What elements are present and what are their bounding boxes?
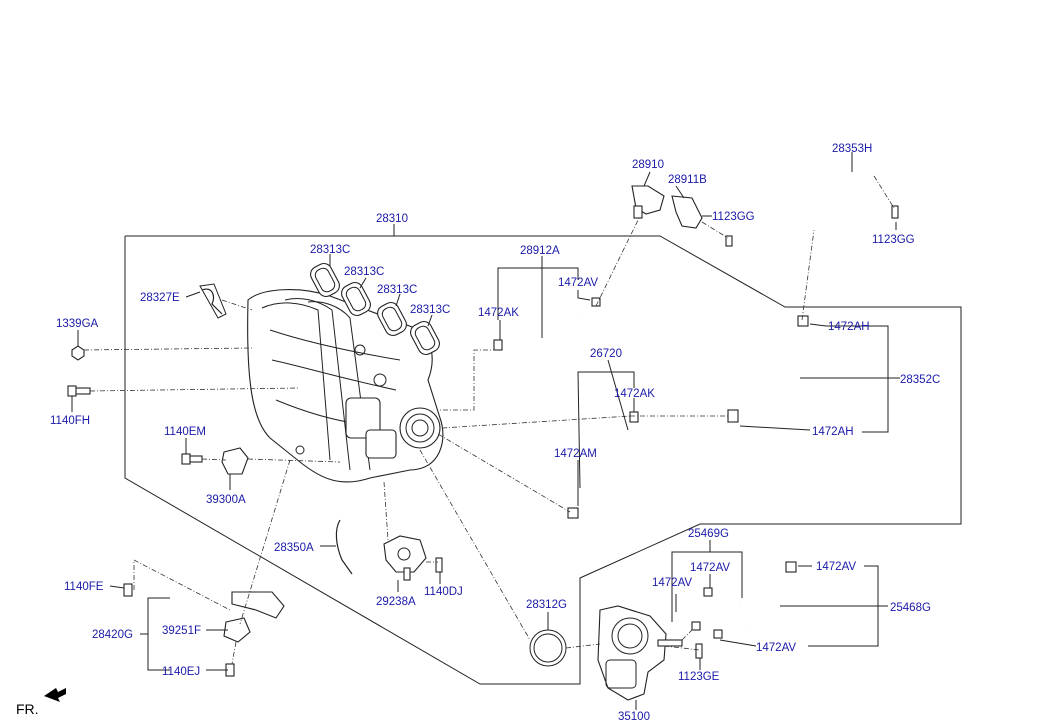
label-28327E: 28327E bbox=[140, 292, 180, 304]
bolt-1123GG-b bbox=[891, 205, 899, 219]
label-39300A: 39300A bbox=[206, 494, 246, 506]
intake-manifold bbox=[247, 289, 444, 483]
label-28912A: 28912A bbox=[520, 245, 560, 257]
label-25468G: 25468G bbox=[890, 602, 931, 614]
label-1472AV-a: 1472AV bbox=[558, 277, 598, 289]
leader-lines bbox=[71, 152, 900, 710]
label-1472AV-e: 1472AV bbox=[756, 642, 796, 654]
bolt-1123GG-a bbox=[725, 235, 733, 247]
elbow-28327E-outline bbox=[199, 283, 227, 319]
clip-1472AM bbox=[567, 507, 579, 519]
nut-1339GA bbox=[71, 345, 85, 361]
dashed-leaders bbox=[83, 175, 895, 665]
clip-1472AH-b bbox=[727, 409, 739, 423]
gaskets bbox=[310, 262, 440, 356]
sensor-39300A bbox=[221, 447, 249, 475]
label-1472AV-d: 1472AV bbox=[816, 561, 856, 573]
label-28313C-d: 28313C bbox=[410, 304, 450, 316]
label-1140EJ: 1140EJ bbox=[162, 666, 200, 678]
label-28310: 28310 bbox=[376, 213, 408, 225]
clip-1472AV-e bbox=[785, 561, 797, 573]
label-28313C-c: 28313C bbox=[377, 284, 417, 296]
bolt-1140DJ bbox=[435, 557, 443, 573]
label-25469G: 25469G bbox=[688, 528, 729, 540]
label-28313C-a: 28313C bbox=[310, 244, 350, 256]
label-28910: 28910 bbox=[632, 159, 664, 171]
label-29238A: 29238A bbox=[376, 596, 416, 608]
bracket-28911B bbox=[671, 195, 703, 229]
label-1123GG-b: 1123GG bbox=[872, 234, 915, 246]
label-28353H: 28353H bbox=[832, 143, 872, 155]
label-35100: 35100 bbox=[618, 711, 650, 723]
label-1339GA: 1339GA bbox=[56, 318, 99, 330]
label-28312G: 28312G bbox=[526, 599, 567, 611]
label-28911B: 28911B bbox=[668, 174, 707, 186]
bolt-1123GE bbox=[695, 643, 703, 659]
bolt-1140EM bbox=[181, 453, 203, 465]
gasket-28312G bbox=[529, 629, 567, 667]
label-28350A: 28350A bbox=[274, 542, 314, 554]
bolt-1140FE bbox=[123, 583, 133, 597]
sensor-28910 bbox=[631, 185, 665, 219]
label-1472AH-b: 1472AH bbox=[812, 426, 854, 438]
elbow-28327E bbox=[201, 288, 223, 315]
clip-1472AV-c bbox=[691, 621, 701, 631]
throttle-body-35100 bbox=[597, 605, 683, 701]
label-1472AK-a: 1472AK bbox=[478, 307, 519, 319]
label-39251F: 39251F bbox=[162, 625, 201, 637]
label-1472AM: 1472AM bbox=[554, 448, 597, 460]
bolt-1140FH bbox=[67, 385, 91, 397]
label-28420G: 28420G bbox=[92, 629, 133, 641]
bracket-28420G bbox=[223, 591, 285, 643]
label-1140FH: 1140FH bbox=[50, 415, 90, 427]
label-28313C-b: 28313C bbox=[344, 266, 384, 278]
clip-1472AV-a bbox=[591, 297, 601, 307]
clip-1472AH-a bbox=[797, 315, 809, 327]
label-1472AK-b: 1472AK bbox=[614, 388, 655, 400]
label-1123GE: 1123GE bbox=[678, 671, 720, 683]
label-1472AV-c: 1472AV bbox=[652, 577, 692, 589]
hose-28350A bbox=[335, 519, 353, 575]
part-labels: 28310 28313C 28313C 28313C 28313C 28327E… bbox=[16, 143, 940, 723]
label-1472AH-a: 1472AH bbox=[828, 321, 870, 333]
direction-label: FR. bbox=[16, 701, 39, 717]
front-arrow-icon bbox=[44, 688, 66, 702]
clip-1472AK-a bbox=[493, 339, 503, 351]
label-1140DJ: 1140DJ bbox=[424, 586, 463, 598]
assembly-boundary bbox=[124, 235, 962, 685]
label-1123GG-a: 1123GG bbox=[712, 211, 755, 223]
label-1472AV-b: 1472AV bbox=[690, 562, 730, 574]
label-28352C: 28352C bbox=[900, 374, 940, 386]
label-1140FE: 1140FE bbox=[64, 581, 104, 593]
label-26720: 26720 bbox=[590, 348, 622, 360]
clip-1472AK-b bbox=[629, 411, 639, 423]
valve-29238A bbox=[383, 535, 427, 581]
label-1140EM: 1140EM bbox=[164, 426, 206, 438]
clip-1472AV-d bbox=[713, 629, 723, 639]
clip-1472AV-b bbox=[703, 587, 713, 597]
